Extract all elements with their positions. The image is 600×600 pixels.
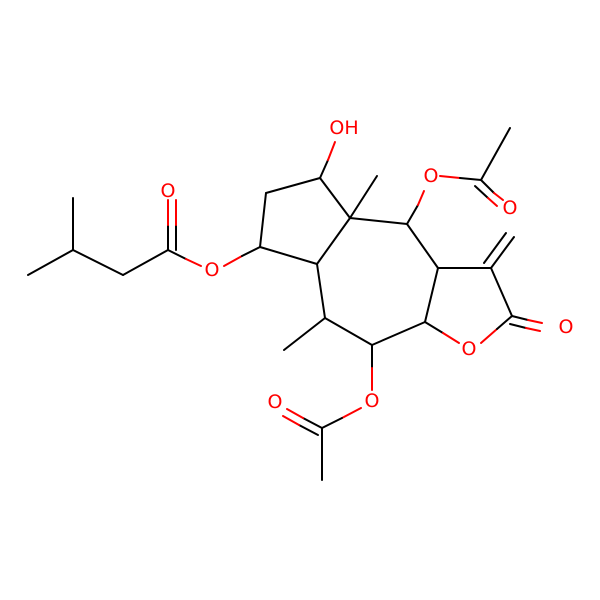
bond-c-o bbox=[442, 332, 460, 344]
bond-c-o-double bbox=[474, 185, 489, 199]
bond-c-c bbox=[259, 192, 267, 248]
bond-c-c bbox=[349, 217, 408, 225]
bond-o-c bbox=[341, 407, 362, 419]
bond-c-c bbox=[371, 321, 426, 346]
atom-label-oxygen: O bbox=[559, 316, 574, 338]
bond-c-c bbox=[72, 249, 124, 276]
bond-c-o-double bbox=[286, 408, 304, 419]
bond-c-o-double bbox=[527, 319, 543, 324]
atom-labels: OH O O O O O O O O bbox=[161, 117, 574, 413]
bond-c-o-double bbox=[298, 424, 319, 436]
bond-c-c bbox=[122, 249, 169, 276]
bond-o-c bbox=[241, 246, 261, 257]
atom-label-oxygen: O bbox=[462, 338, 477, 360]
bond-c-o-double bbox=[511, 315, 529, 321]
bond-c-o bbox=[167, 249, 187, 260]
bond-c-c bbox=[490, 267, 513, 317]
bond-c-o-double bbox=[509, 323, 527, 329]
bond-c-o-double bbox=[493, 192, 504, 201]
atom-label-hydroxyl: OH bbox=[329, 117, 358, 139]
bond-c-c bbox=[324, 317, 373, 346]
bond-c-ch2-double bbox=[483, 232, 507, 264]
bond-c-o bbox=[424, 321, 444, 334]
bond-c-oh bbox=[319, 159, 329, 179]
bond-c-c bbox=[27, 249, 74, 276]
atom-label-oxygen: O bbox=[161, 180, 176, 202]
bond-c-c bbox=[319, 177, 351, 219]
bond-c-o-double bbox=[282, 415, 300, 426]
bond-o-c bbox=[439, 175, 461, 179]
bond-o-c bbox=[496, 315, 513, 330]
carbon-skeleton bbox=[27, 127, 515, 481]
atom-label-oxygen: O bbox=[268, 391, 283, 413]
bond-c-c bbox=[406, 223, 439, 269]
bond-c-o-double bbox=[487, 197, 498, 207]
atom-label-oxygen: O bbox=[424, 165, 439, 187]
bond-c-c bbox=[424, 267, 439, 323]
bond-c-c bbox=[316, 263, 326, 319]
bond-c-o bbox=[417, 190, 425, 206]
hetero-bonds bbox=[167, 141, 543, 436]
bond-c-c bbox=[480, 127, 511, 181]
bond-o-c bbox=[459, 177, 482, 181]
atom-label-oxygen: O bbox=[503, 197, 518, 219]
bond-c-o-double bbox=[302, 417, 323, 429]
bond-o-c bbox=[480, 328, 498, 344]
bond-c-ch2-double bbox=[490, 236, 515, 269]
atom-label-oxygen: O bbox=[205, 259, 220, 281]
bond-c-o bbox=[406, 204, 419, 225]
bond-o-c bbox=[321, 417, 343, 429]
bond-c-methyl bbox=[283, 317, 326, 351]
atom-label-oxygen: O bbox=[365, 390, 380, 412]
bond-c-c bbox=[316, 217, 351, 265]
bond-c-o-double bbox=[480, 179, 495, 194]
bond-c-oh bbox=[327, 141, 336, 161]
bond-c-methyl bbox=[349, 175, 378, 219]
bond-c-c bbox=[265, 177, 321, 194]
bond-c-c bbox=[259, 246, 318, 265]
bond-o-c bbox=[223, 255, 243, 267]
bond-c-o-double bbox=[525, 327, 541, 332]
bond-c-o bbox=[185, 258, 202, 267]
